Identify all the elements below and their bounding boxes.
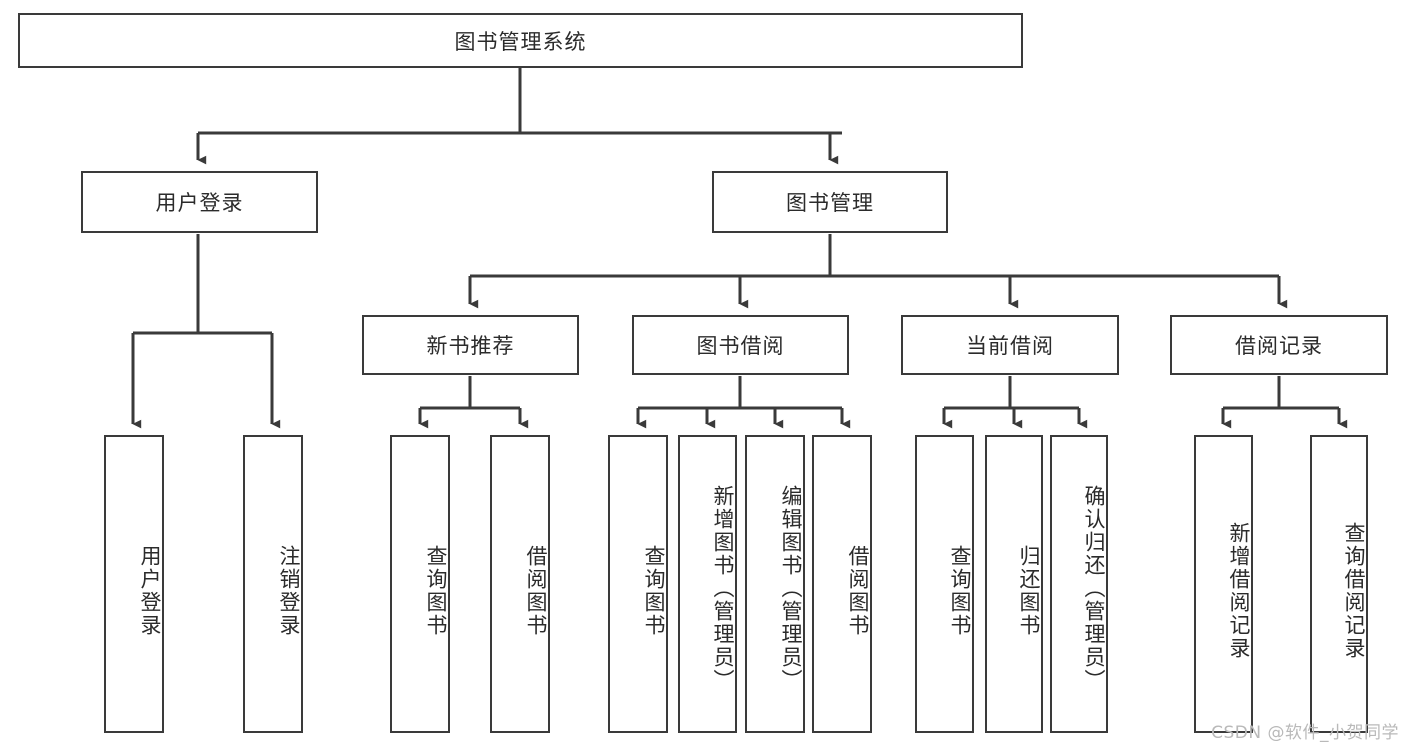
leaf-label: 新增借阅记录: [1227, 522, 1251, 660]
leaf-label: 查询图书: [642, 545, 666, 637]
leaf-current-query-book[interactable]: 查询图书: [915, 435, 974, 733]
node-new-book-recommend[interactable]: 新书推荐: [362, 315, 579, 375]
leaf-label: 新增图书（管理员）: [711, 484, 735, 692]
node-borrow-record-label: 借阅记录: [1235, 334, 1323, 358]
watermark: CSDN @软件_小贺同学: [1211, 723, 1399, 743]
leaf-label: 借阅图书: [524, 545, 548, 637]
leaf-label: 用户登录: [138, 545, 162, 637]
leaf-user-login-signout[interactable]: 注销登录: [243, 435, 303, 733]
leaf-borrow-add-book-admin[interactable]: 新增图书（管理员）: [678, 435, 737, 733]
node-borrow-record[interactable]: 借阅记录: [1170, 315, 1388, 375]
leaf-recommend-query-book[interactable]: 查询图书: [390, 435, 450, 733]
leaf-label: 查询图书: [948, 545, 972, 637]
leaf-label: 查询借阅记录: [1342, 522, 1366, 660]
leaf-record-query-record[interactable]: 查询借阅记录: [1310, 435, 1368, 733]
node-book-management[interactable]: 图书管理: [712, 171, 948, 233]
node-book-borrow[interactable]: 图书借阅: [632, 315, 849, 375]
node-root[interactable]: 图书管理系统: [18, 13, 1023, 68]
node-current-borrow[interactable]: 当前借阅: [901, 315, 1119, 375]
leaf-label: 确认归还（管理员）: [1082, 484, 1106, 692]
node-user-login-label: 用户登录: [155, 191, 244, 215]
leaf-current-confirm-return-admin[interactable]: 确认归还（管理员）: [1050, 435, 1108, 733]
leaf-record-add-record[interactable]: 新增借阅记录: [1194, 435, 1253, 733]
leaf-borrow-query-book[interactable]: 查询图书: [608, 435, 668, 733]
node-root-label: 图书管理系统: [454, 29, 587, 54]
leaf-label: 注销登录: [277, 545, 301, 637]
node-book-management-label: 图书管理: [786, 191, 874, 215]
node-book-borrow-label: 图书借阅: [696, 334, 785, 358]
leaf-label: 编辑图书（管理员）: [779, 484, 803, 692]
leaf-label: 借阅图书: [846, 545, 870, 637]
leaf-user-login-signin[interactable]: 用户登录: [104, 435, 164, 733]
leaf-borrow-borrow-book[interactable]: 借阅图书: [812, 435, 872, 733]
leaf-borrow-edit-book-admin[interactable]: 编辑图书（管理员）: [745, 435, 805, 733]
leaf-label: 归还图书: [1017, 545, 1041, 637]
node-new-book-recommend-label: 新书推荐: [426, 334, 515, 358]
node-user-login[interactable]: 用户登录: [81, 171, 318, 233]
node-current-borrow-label: 当前借阅: [966, 334, 1054, 358]
leaf-label: 查询图书: [424, 545, 448, 637]
leaf-recommend-borrow-book[interactable]: 借阅图书: [490, 435, 550, 733]
leaf-current-return-book[interactable]: 归还图书: [985, 435, 1043, 733]
